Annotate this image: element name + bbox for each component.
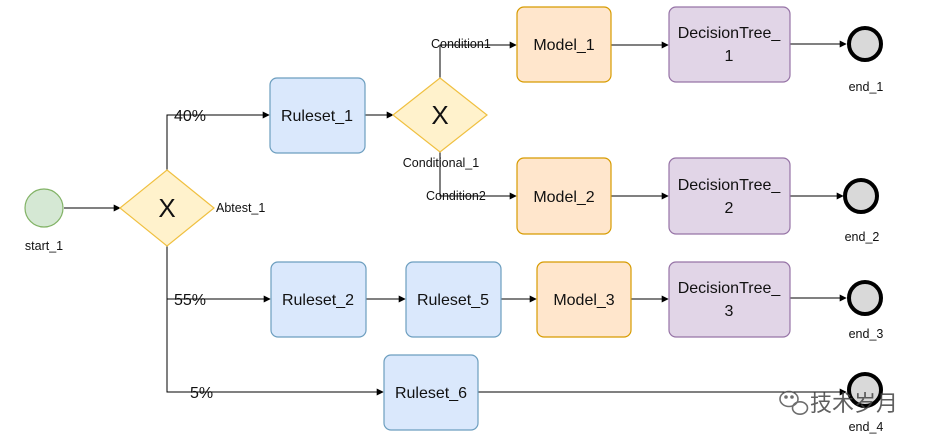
decision-tree-3-node[interactable]: DecisionTree_ 3 bbox=[668, 261, 791, 338]
end-event-3[interactable] bbox=[847, 280, 883, 316]
start-event[interactable] bbox=[24, 188, 64, 228]
model-3-label: Model_3 bbox=[553, 292, 614, 309]
edge-label-55: 55% bbox=[174, 292, 206, 309]
decision-tree-1-label-line2: 1 bbox=[725, 48, 734, 65]
model-1-node[interactable]: Model_1 bbox=[516, 6, 612, 83]
end-event-2-label: end_2 bbox=[845, 230, 880, 244]
model-2-label: Model_2 bbox=[533, 189, 594, 206]
end-event-4[interactable] bbox=[847, 372, 883, 408]
edge-abtest-ruleset1 bbox=[166, 111, 270, 170]
decision-tree-3-label-line2: 3 bbox=[725, 303, 734, 320]
edge-label-condition1: Condition1 bbox=[431, 37, 491, 51]
ruleset-2-node[interactable]: Ruleset_2 bbox=[270, 261, 367, 338]
watermark: 技术岁月 bbox=[779, 390, 898, 417]
abtest-gateway-symbol: X bbox=[158, 193, 175, 223]
edge-conditional-model2 bbox=[439, 152, 517, 200]
abtest-gateway-label: Abtest_1 bbox=[216, 201, 265, 215]
end-event-4-label: end_4 bbox=[849, 420, 884, 434]
edge-label-40: 40% bbox=[174, 108, 206, 125]
start-event-label: start_1 bbox=[25, 239, 63, 253]
edge-label-5: 5% bbox=[190, 385, 213, 402]
abtest-gateway[interactable]: X bbox=[119, 169, 215, 247]
wechat-icon bbox=[779, 390, 809, 415]
decision-tree-1-label-line1: DecisionTree_ bbox=[678, 25, 782, 42]
ruleset-2-label: Ruleset_2 bbox=[282, 292, 354, 309]
edge-label-condition2: Condition2 bbox=[426, 189, 486, 203]
ruleset-1-label: Ruleset_1 bbox=[281, 108, 353, 125]
end-event-1[interactable] bbox=[847, 26, 883, 62]
ruleset-5-node[interactable]: Ruleset_5 bbox=[405, 261, 502, 338]
watermark-text: 技术岁月 bbox=[810, 392, 898, 417]
ruleset-1-node[interactable]: Ruleset_1 bbox=[269, 77, 366, 154]
decision-tree-2-label-line1: DecisionTree_ bbox=[678, 177, 782, 194]
end-event-3-label: end_3 bbox=[849, 327, 884, 341]
ruleset-5-label: Ruleset_5 bbox=[417, 292, 489, 309]
decision-tree-2-node[interactable]: DecisionTree_ 2 bbox=[668, 157, 791, 235]
decision-tree-1-node[interactable]: DecisionTree_ 1 bbox=[668, 6, 791, 83]
end-event-1-label: end_1 bbox=[849, 80, 884, 94]
decision-tree-3-label-line1: DecisionTree_ bbox=[678, 280, 782, 297]
edge-abtest-ruleset6 bbox=[166, 299, 384, 396]
decision-tree-2-label-line2: 2 bbox=[725, 200, 734, 217]
conditional-gateway-symbol: X bbox=[431, 100, 448, 130]
conditional-gateway-label: Conditional_1 bbox=[403, 156, 479, 170]
ruleset-6-label: Ruleset_6 bbox=[395, 385, 467, 402]
conditional-gateway[interactable]: X bbox=[392, 77, 488, 153]
connectors bbox=[64, 40, 847, 396]
model-2-node[interactable]: Model_2 bbox=[516, 157, 612, 235]
end-event-2[interactable] bbox=[843, 178, 879, 214]
edge-conditional-model1 bbox=[439, 41, 517, 78]
model-1-label: Model_1 bbox=[533, 37, 594, 54]
model-3-node[interactable]: Model_3 bbox=[536, 261, 632, 338]
ruleset-6-node[interactable]: Ruleset_6 bbox=[383, 354, 479, 431]
